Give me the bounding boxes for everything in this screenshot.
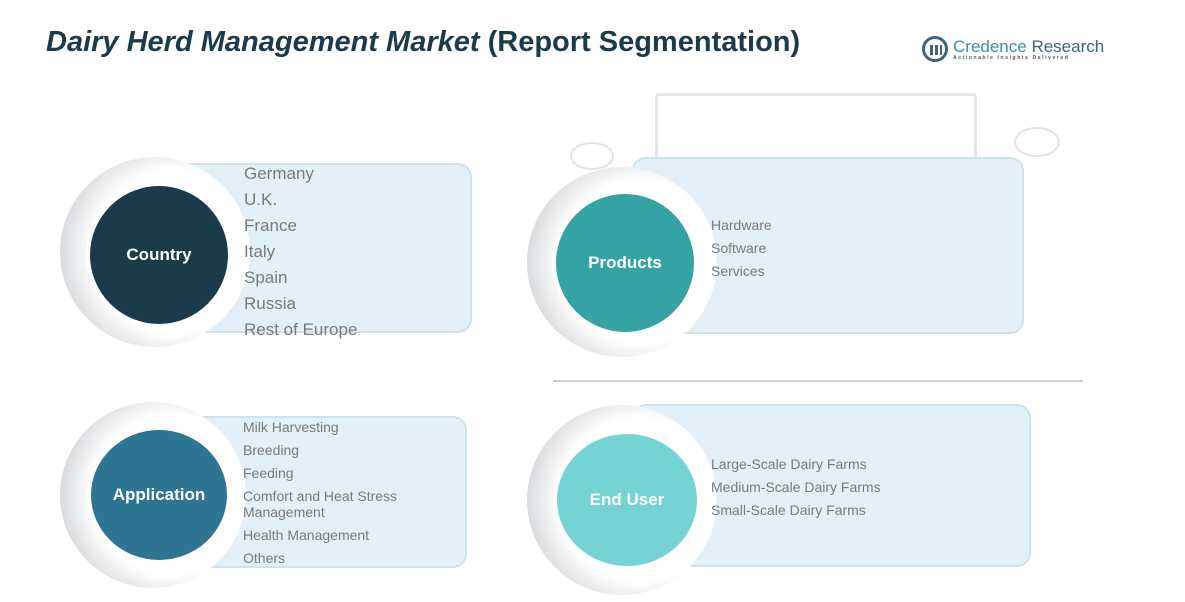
page-title: Dairy Herd Management Market (Report Seg… [46, 26, 800, 59]
monitor-illustration [655, 93, 977, 176]
list-item: Medium-Scale Dairy Farms [711, 479, 881, 495]
list-item: Small-Scale Dairy Farms [711, 502, 866, 518]
application-circle: Application [87, 426, 231, 564]
logo-chart-icon [922, 36, 948, 62]
title-sub: (Report Segmentation) [487, 26, 801, 58]
application-list: Milk Harvesting Breeding Feeding Comfort… [243, 419, 418, 566]
list-item: Russia [244, 294, 296, 313]
logo-name-b: Research [1026, 36, 1105, 56]
list-item: Germany [244, 164, 314, 183]
list-item: Services [711, 263, 765, 279]
list-item: Spain [244, 268, 288, 287]
list-item: Breeding [243, 442, 300, 458]
speech-bubble-icon [1014, 127, 1060, 157]
products-list: Hardware Software Services [711, 214, 772, 283]
list-item: Hardware [711, 217, 772, 233]
logo-name: Credence Research [953, 38, 1104, 55]
ground-line [553, 380, 1083, 382]
list-item: Software [711, 240, 767, 256]
list-item: Feeding [243, 465, 294, 481]
speech-bubble-icon [570, 142, 614, 170]
list-item: Milk Harvesting [243, 419, 339, 435]
list-item: Rest of Europe [244, 320, 358, 339]
end-user-list: Large-Scale Dairy Farms Medium-Scale Dai… [711, 453, 881, 522]
list-item: Others [243, 550, 286, 566]
country-circle: Country [86, 182, 232, 328]
list-item: U.K. [244, 190, 278, 209]
credence-logo: Credence Research Actionable Insights De… [922, 36, 1104, 62]
list-item: Comfort and Heat Stress Management [243, 488, 398, 520]
list-item: Italy [244, 242, 276, 261]
list-item: France [244, 216, 297, 235]
list-item: Health Management [243, 527, 370, 543]
country-list: Germany U.K. France Italy Spain Russia R… [244, 161, 357, 343]
end-user-circle: End User [553, 430, 701, 570]
title-main: Dairy Herd Management Market [46, 26, 480, 58]
logo-tagline: Actionable Insights Delivered [953, 54, 1070, 61]
products-circle: Products [552, 190, 698, 336]
logo-name-a: Credence [953, 36, 1027, 56]
list-item: Large-Scale Dairy Farms [711, 456, 867, 472]
